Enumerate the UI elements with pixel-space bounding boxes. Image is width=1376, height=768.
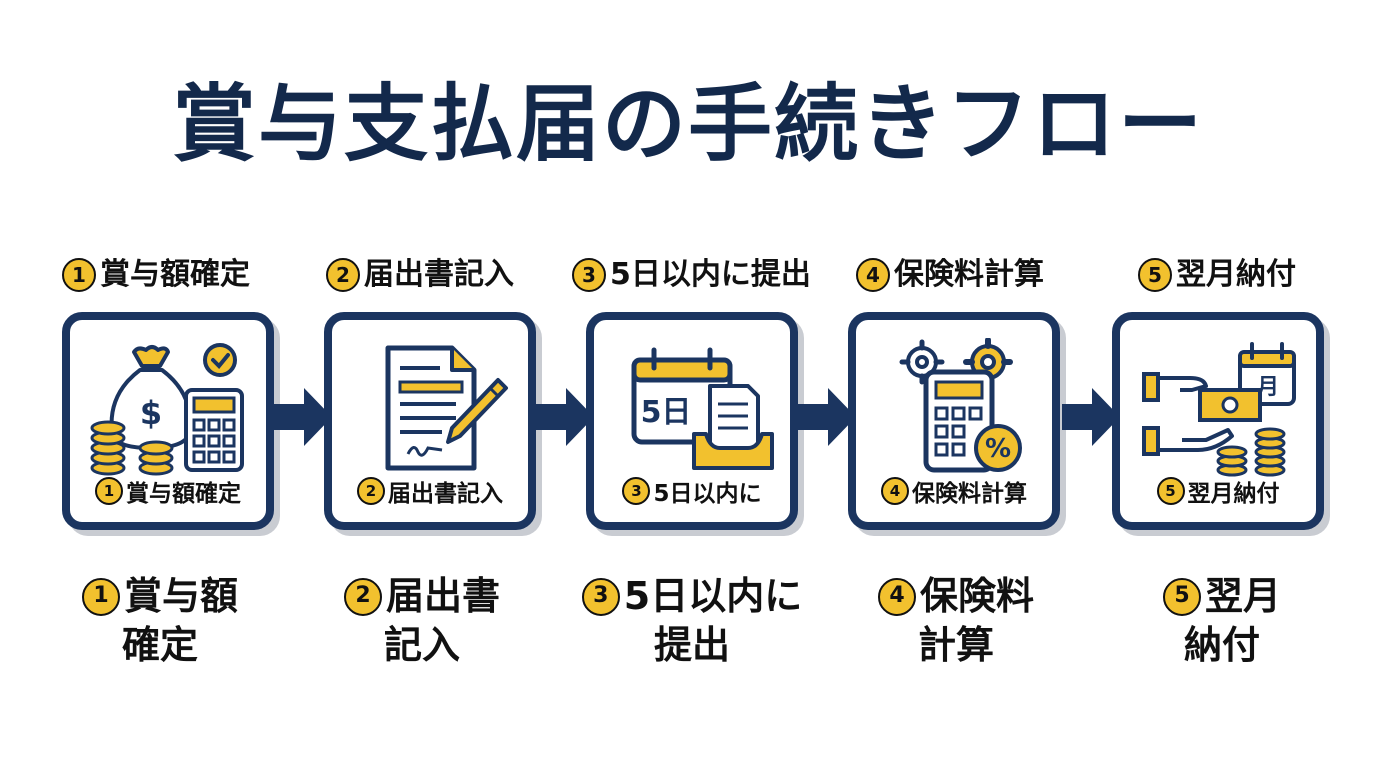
step-number-badge: 1 [62,258,96,292]
step-2-card-caption: 2 届出書記入 [332,474,528,508]
step-number-badge: 1 [95,477,123,505]
step-number-badge: 4 [877,577,916,616]
bottom-label-line1: 保険料 [919,574,1034,618]
step-label: 5日以内に提出 [610,257,811,292]
step-2-card: 2 届出書記入 [324,312,536,530]
card-label: 賞与額確定 [126,481,241,507]
flow-arrow-icon [274,388,332,446]
flow-arrow-icon [536,388,594,446]
card-label: 5日以内に [653,481,762,507]
card-label: 保険料計算 [912,481,1027,507]
card-label: 翌月納付 [1187,481,1280,507]
step-3-card-caption: 3 5日以内に [594,474,790,508]
flow-arrow-icon [1062,388,1120,446]
bottom-label-line2: 確定 [121,623,198,668]
step-5-top-label: 5 翌月納付 [1138,258,1296,292]
step-number-badge: 2 [357,477,385,505]
svg-text:$: $ [140,394,162,432]
step-3-card: 5日 3 5日以内に [586,312,798,530]
bottom-label-line1: 翌月 [1204,574,1281,618]
calendar-day-text: 5日 [641,395,692,430]
step-label: 賞与額確定 [100,257,250,292]
svg-text:%: % [985,434,1011,464]
step-3-top-label: 3 5日以内に提出 [572,258,811,292]
calculator-gears-icon: % [899,338,1022,473]
step-number-badge: 3 [572,258,606,292]
bottom-label-line1: 届出書 [385,574,500,618]
step-4-card-caption: 4 保険料計算 [856,474,1052,508]
step-4-card: % 4 保険料計算 [848,312,1060,530]
step-number-badge: 5 [1162,577,1201,616]
step-number-badge: 2 [326,258,360,292]
step-label: 保険料計算 [894,257,1044,292]
step-5-card-caption: 5 翌月納付 [1120,474,1316,508]
bottom-label-line2: 納付 [1183,623,1260,668]
step-label: 届出書記入 [364,257,514,292]
step-number-badge: 1 [81,577,120,616]
flow-arrow-icon [798,388,856,446]
step-number-badge: 5 [1156,477,1185,505]
calendar-tray-icon: 5日 [631,347,774,470]
step-number-badge: 5 [1138,258,1172,292]
step-2-top-label: 2 届出書記入 [326,258,514,292]
document-pen-icon [385,345,508,471]
step-1-card-caption: 1 賞与額確定 [70,474,266,508]
step-4-top-label: 4 保険料計算 [856,258,1044,292]
card-label: 届出書記入 [388,481,503,507]
step-1-card: $ 1 賞与額確定 [62,312,274,530]
step-label: 翌月納付 [1176,257,1296,292]
bottom-label-line1: 賞与額 [123,574,238,618]
step-1-top-label: 1 賞与額確定 [62,258,250,292]
bottom-label-line2: 計算 [917,623,994,668]
step-number-badge: 3 [622,477,651,505]
bottom-label-line2: 提出 [653,623,730,668]
step-5-card: 月 5 翌月納付 [1112,312,1324,530]
payment-hands-icon: 月 [1142,342,1296,477]
bottom-label-line1: 5日以内に [623,574,803,618]
step-number-badge: 3 [581,577,620,616]
step-number-badge: 2 [343,577,382,616]
step-number-badge: 4 [856,258,890,292]
money-bag-calculator-icon: $ [90,343,244,476]
step-number-badge: 4 [881,477,909,505]
bottom-label-line2: 記入 [383,623,460,668]
page-title: 賞与支払届の手続きフロー [171,75,1204,173]
